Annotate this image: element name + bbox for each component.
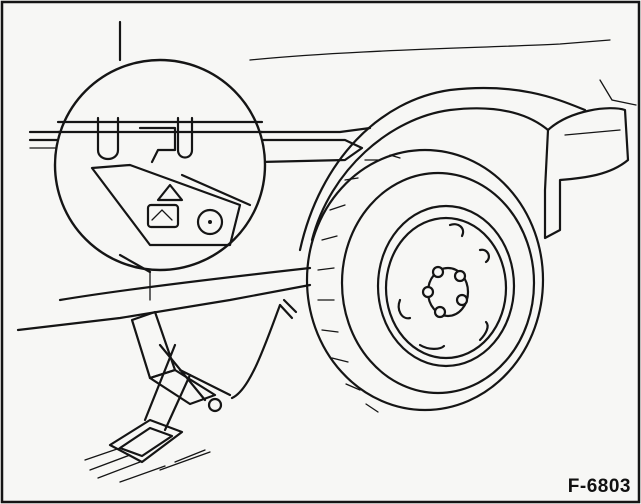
scissor-jack (84, 298, 298, 483)
figure-label: F-6803 (565, 476, 633, 498)
detail-inset (53, 58, 267, 274)
wheel (305, 148, 545, 413)
